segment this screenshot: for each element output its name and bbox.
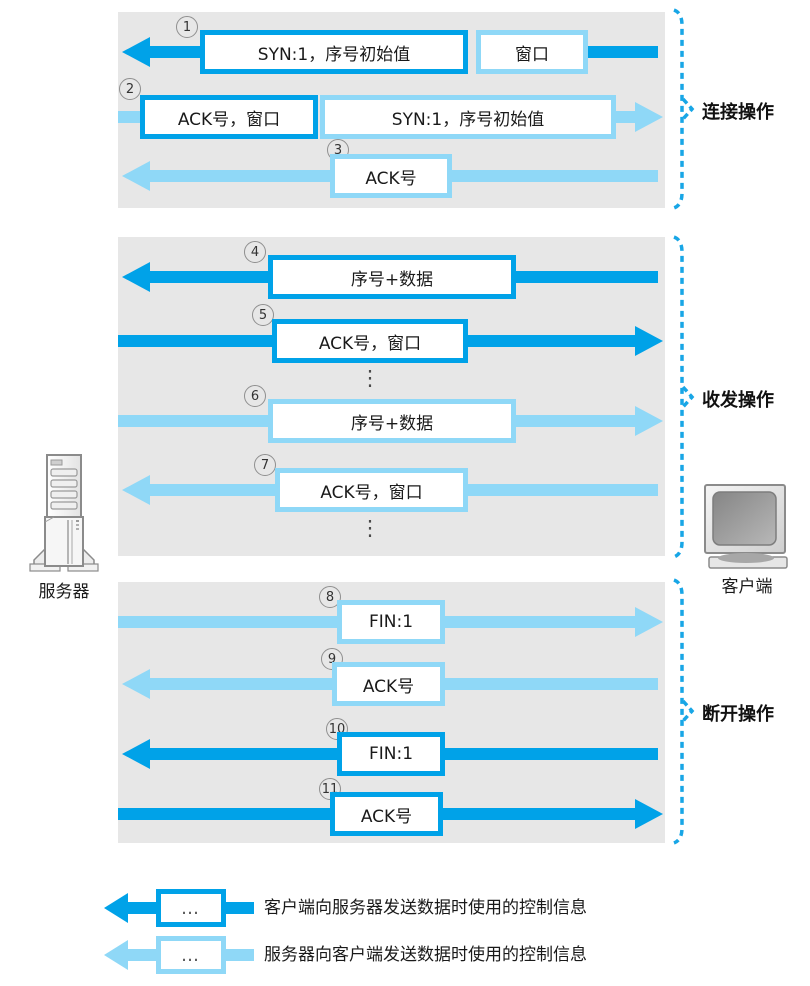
arrow-shaft bbox=[441, 808, 635, 820]
continuation-dots: ⋮ bbox=[359, 516, 381, 540]
arrow-head-left-icon bbox=[122, 262, 150, 292]
client-label: 客户端 bbox=[721, 577, 773, 597]
message-label: 窗口 bbox=[515, 44, 549, 65]
legend-text: 服务器向客户端发送数据时使用的控制信息 bbox=[264, 945, 587, 965]
message-box: ACK号，窗口 bbox=[275, 468, 468, 512]
arrow-shaft bbox=[614, 111, 635, 123]
panel-disconnect-operations: 8 FIN:1 9 ACK号 10 FIN:1 11 ACK号 bbox=[118, 582, 665, 843]
step-number-circle: 2 bbox=[119, 78, 141, 100]
message-label: FIN:1 bbox=[368, 612, 414, 632]
arrow-shaft bbox=[148, 46, 202, 58]
arrow-shaft bbox=[450, 170, 658, 182]
message-label: ACK号 bbox=[362, 676, 415, 697]
section-bracket-icon bbox=[673, 235, 695, 559]
message-box: ACK号，窗口 bbox=[272, 319, 468, 363]
arrow-shaft bbox=[514, 271, 658, 283]
message-box: SYN:1，序号初始值 bbox=[200, 30, 468, 74]
arrow-shaft bbox=[466, 484, 658, 496]
message-box: 序号+数据 bbox=[268, 399, 516, 443]
arrow-shaft bbox=[148, 484, 277, 496]
message-box: 窗口 bbox=[476, 30, 588, 74]
arrow-shaft bbox=[226, 949, 254, 961]
legend-symbol-box: … bbox=[156, 936, 226, 974]
message-label: 序号+数据 bbox=[350, 413, 434, 434]
step-number-circle: 8 bbox=[319, 586, 341, 608]
message-box: ACK号，窗口 bbox=[140, 95, 318, 139]
message-label: ACK号，窗口 bbox=[320, 482, 423, 503]
server-label: 服务器 bbox=[38, 582, 90, 602]
arrow-head-right-icon bbox=[635, 326, 663, 356]
arrow-shaft bbox=[118, 415, 270, 427]
arrow-shaft bbox=[126, 949, 158, 961]
continuation-dots: ⋮ bbox=[359, 366, 381, 390]
client-monitor-icon bbox=[704, 484, 788, 569]
arrow-head-left-icon bbox=[122, 161, 150, 191]
arrow-shaft bbox=[148, 748, 339, 760]
arrow-head-left-icon bbox=[122, 475, 150, 505]
message-label: SYN:1，序号初始值 bbox=[391, 109, 545, 130]
arrow-head-left-icon bbox=[122, 669, 150, 699]
step-number-circle: 4 bbox=[244, 241, 266, 263]
message-label: FIN:1 bbox=[368, 744, 414, 764]
arrow-shaft bbox=[148, 271, 270, 283]
step-number-circle: 6 bbox=[244, 385, 266, 407]
message-label: ACK号，窗口 bbox=[177, 109, 281, 130]
arrow-head-left-icon bbox=[122, 739, 150, 769]
message-box: FIN:1 bbox=[337, 600, 445, 644]
arrow-shaft bbox=[118, 616, 339, 628]
arrow-head-right-icon bbox=[635, 406, 663, 436]
arrow-shaft bbox=[126, 902, 158, 914]
arrow-shaft bbox=[148, 678, 334, 690]
arrow-shaft bbox=[588, 46, 658, 58]
arrow-head-right-icon bbox=[635, 102, 663, 132]
message-label: 序号+数据 bbox=[350, 269, 434, 290]
section-label-disconnect: 断开操作 bbox=[702, 704, 774, 725]
message-box: FIN:1 bbox=[337, 732, 445, 776]
message-label: ACK号 bbox=[360, 806, 413, 827]
arrow-shaft bbox=[118, 335, 274, 347]
message-box: ACK号 bbox=[330, 792, 443, 836]
step-number-circle: 7 bbox=[254, 454, 276, 476]
message-label: ACK号，窗口 bbox=[318, 333, 422, 354]
arrow-shaft bbox=[443, 748, 658, 760]
message-box: 序号+数据 bbox=[268, 255, 516, 299]
section-bracket-icon bbox=[673, 578, 695, 845]
section-label-transfer: 收发操作 bbox=[702, 390, 774, 411]
section-bracket-icon bbox=[673, 8, 695, 210]
arrow-shaft bbox=[148, 170, 332, 182]
panel-transfer-operations: 4 序号+数据 5 ACK号，窗口 ⋮ 6 序号+数据 7 ACK号，窗口 ⋮ bbox=[118, 237, 665, 556]
arrow-shaft bbox=[443, 678, 658, 690]
step-number-circle: 5 bbox=[252, 304, 274, 326]
arrow-shaft bbox=[466, 335, 635, 347]
section-label-connect: 连接操作 bbox=[702, 102, 774, 123]
panel-connect-operations: 1 SYN:1，序号初始值 窗口 2 ACK号，窗口 SYN:1，序号初始值 3… bbox=[118, 12, 665, 208]
message-box: ACK号 bbox=[332, 662, 445, 706]
arrow-shaft bbox=[118, 111, 142, 123]
message-box: ACK号 bbox=[330, 154, 452, 198]
arrow-head-right-icon bbox=[635, 607, 663, 637]
arrow-shaft bbox=[118, 808, 332, 820]
arrow-head-left-icon bbox=[104, 893, 128, 923]
message-label: ACK号 bbox=[365, 168, 417, 189]
legend-symbol: … bbox=[181, 897, 201, 919]
arrow-shaft bbox=[514, 415, 635, 427]
message-box: SYN:1，序号初始值 bbox=[320, 95, 616, 139]
arrow-head-left-icon bbox=[122, 37, 150, 67]
message-label: SYN:1，序号初始值 bbox=[257, 44, 411, 65]
legend-text: 客户端向服务器发送数据时使用的控制信息 bbox=[264, 898, 587, 918]
arrow-shaft bbox=[226, 902, 254, 914]
arrow-head-right-icon bbox=[635, 799, 663, 829]
legend-symbol: … bbox=[181, 944, 201, 966]
legend-symbol-box: … bbox=[156, 889, 226, 927]
step-number-circle: 1 bbox=[176, 16, 198, 38]
server-icon bbox=[29, 454, 99, 572]
arrow-shaft bbox=[443, 616, 635, 628]
arrow-head-left-icon bbox=[104, 940, 128, 970]
